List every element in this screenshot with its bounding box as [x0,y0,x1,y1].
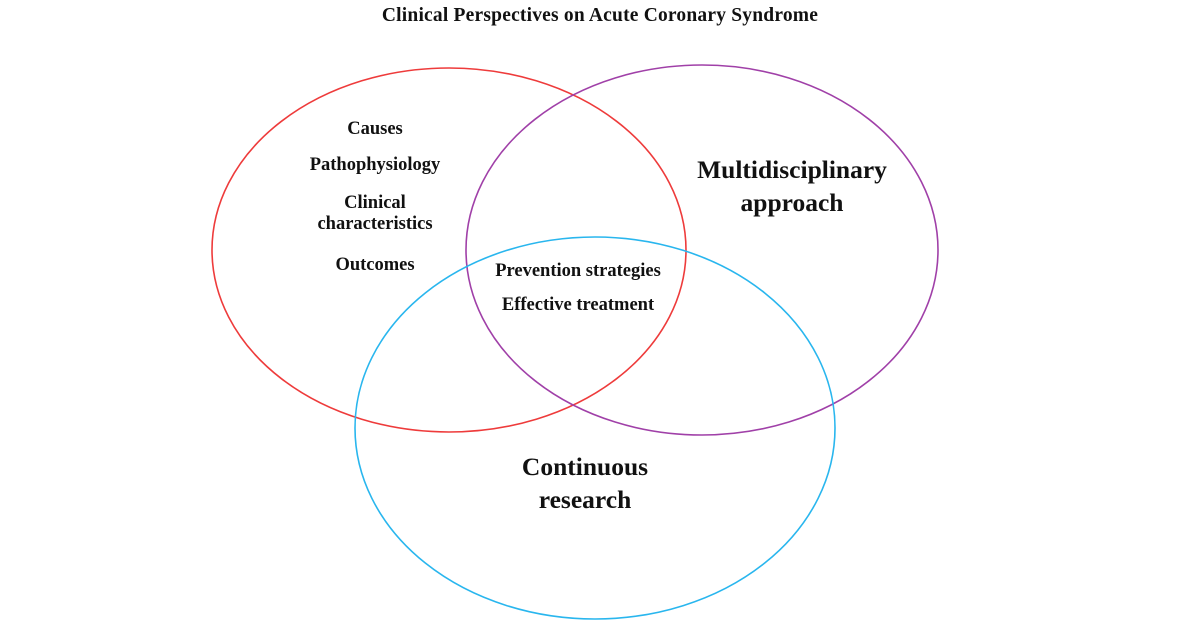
item-prevention-strategies: Prevention strategies [495,261,661,281]
label-multidisciplinary-line-2: approach [740,188,844,217]
circle-continuous-research [354,236,836,620]
label-continuous-line-1: Continuous [521,452,649,481]
item-effective-treatment: Effective treatment [501,295,655,315]
circle-multidisciplinary-approach [465,64,939,436]
label-multidisciplinary-line-1: Multidisciplinary [697,155,887,184]
item-causes: Causes [347,119,403,139]
label-continuous-line-2: research [538,485,632,514]
circle-clinical-aspects [211,67,687,433]
item-clinical-characteristics: Clinical characteristics [317,193,433,234]
item-outcomes: Outcomes [335,255,415,275]
item-pathophysiology: Pathophysiology [309,155,441,175]
diagram-title: Clinical Perspectives on Acute Coronary … [381,5,819,26]
